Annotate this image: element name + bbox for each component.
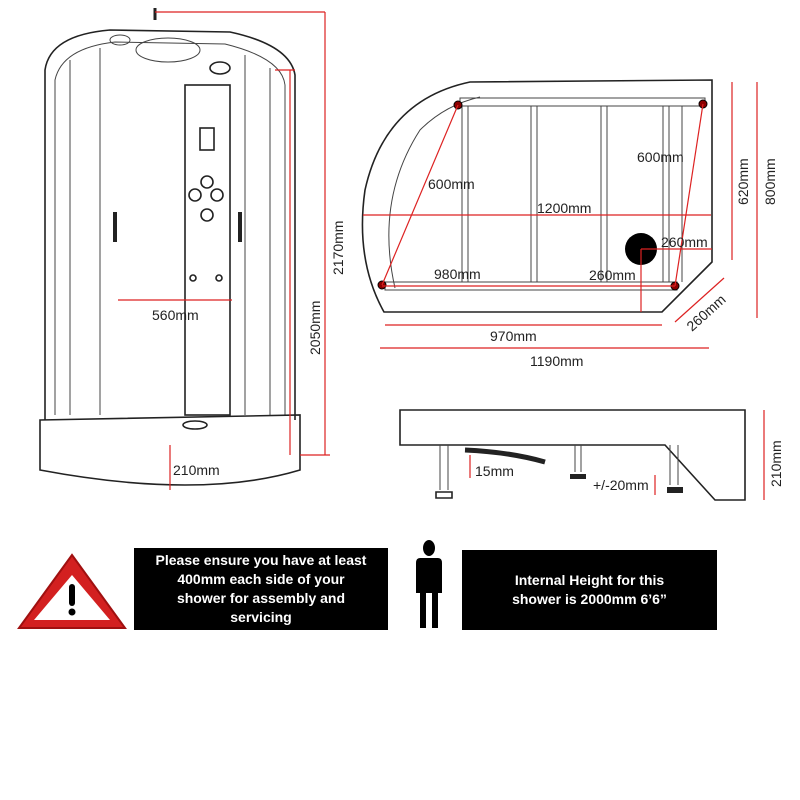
control-column — [184, 84, 231, 416]
light-panel — [135, 37, 201, 63]
waste — [182, 420, 208, 430]
plan-view: 600mm 600mm 1200mm 980mm 260mm 260mm 620… — [361, 79, 778, 369]
tray-profile — [399, 409, 746, 501]
person-icon — [416, 540, 442, 628]
notice-line: shower is 2000mm 6’6” — [512, 591, 667, 607]
notice-line: shower for assembly and — [176, 590, 346, 606]
dim-inner-width: 1200mm — [537, 200, 591, 216]
door-handle — [113, 212, 117, 242]
notice-line: Internal Height for this — [514, 572, 665, 588]
dim-door-width: 560mm — [152, 307, 199, 323]
notice-line: servicing — [230, 609, 292, 625]
internal-height-notice: Internal Height for this shower is 2000m… — [462, 550, 717, 630]
warning-icon — [17, 553, 127, 629]
dim-diag-left: 600mm — [428, 176, 475, 192]
side-view: 15mm +/-20mm 210mm — [399, 409, 784, 501]
dim-waste-y: 260mm — [589, 267, 636, 283]
dim-side-tray-height: 210mm — [768, 440, 784, 487]
dim-diag-right: 600mm — [637, 149, 684, 165]
dim-leg-adjust: +/-20mm — [593, 477, 649, 493]
dim-front-width: 970mm — [490, 328, 537, 344]
dim-waste-x: 260mm — [661, 234, 708, 250]
notice-line: 400mm each side of your — [177, 571, 345, 587]
dim-corner-cut: 260mm — [683, 291, 728, 334]
enclosure-frame — [44, 29, 296, 420]
front-view: 2170mm 2050mm 560mm 210mm — [39, 8, 346, 490]
dim-waste-height: 15mm — [475, 463, 514, 479]
dim-total-width: 1190mm — [530, 353, 583, 369]
tray-outline — [361, 79, 713, 313]
notice-line: Please ensure you have at least — [155, 552, 367, 568]
dim-side-depth: 620mm — [735, 158, 751, 205]
speaker-icon — [209, 61, 231, 75]
dim-frame-height: 2050mm — [307, 301, 323, 355]
dim-front-rail: 980mm — [434, 266, 481, 282]
dim-tray-height: 210mm — [173, 462, 220, 478]
control-panel — [199, 127, 215, 151]
waste-pipe — [464, 447, 546, 465]
dim-total-depth: 800mm — [762, 158, 778, 205]
clearance-notice: Please ensure you have at least 400mm ea… — [134, 548, 388, 630]
dim-total-height: 2170mm — [330, 221, 346, 275]
door-handle — [238, 212, 242, 242]
shower-tray — [39, 414, 301, 486]
